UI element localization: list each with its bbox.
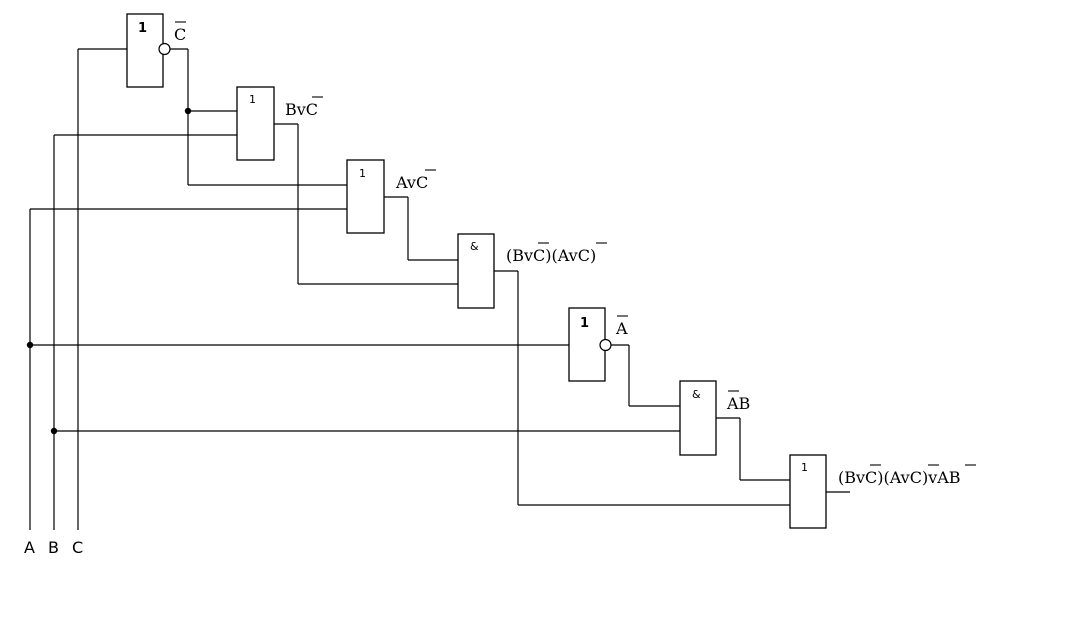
junction-notc: [184, 107, 192, 115]
gate-not-a: 1: [568, 307, 612, 382]
label-not-c: C: [174, 25, 186, 44]
gate-and-1-body: [457, 233, 495, 309]
gate-or-bc: 1: [236, 86, 275, 161]
gate-or-bc-symbol: 1: [249, 93, 256, 106]
wires: [29, 48, 850, 530]
gate-not-a-symbol: 1: [580, 316, 589, 331]
input-label-b: B: [48, 538, 59, 557]
gate-and-1: &: [457, 233, 495, 309]
input-label-c: C: [72, 538, 83, 557]
label-final-output: (BvC)(AvC)vAB: [838, 468, 961, 487]
gate-not-c: 1: [126, 13, 171, 88]
gate-not-c-inverter-bubble: [158, 42, 171, 56]
label-not-a: A: [615, 319, 628, 338]
junction-a: [26, 341, 34, 349]
gate-and-2-body: [679, 380, 717, 456]
label-a-or-not-c: AvC: [395, 173, 428, 192]
gate-or-bc-body: [236, 86, 275, 161]
gate-and-2: &: [679, 380, 717, 456]
gate-or-ac-symbol: 1: [359, 167, 366, 180]
gate-or-final-body: [789, 454, 827, 529]
junctions: [26, 107, 192, 435]
gate-not-c-body: [126, 13, 164, 88]
gate-or-ac: 1: [346, 159, 385, 234]
gate-and-1-symbol: &: [470, 240, 479, 253]
gate-and-2-symbol: &: [692, 388, 701, 401]
junction-b: [50, 427, 58, 435]
gate-or-final-symbol: 1: [801, 461, 808, 474]
input-label-a: A: [24, 538, 35, 557]
gate-not-c-symbol: 1: [138, 21, 147, 36]
label-not-a-and-b: AB: [726, 394, 750, 413]
label-and-1: (BvC)(AvC): [506, 246, 596, 265]
label-b-or-not-c: BvC: [285, 100, 318, 119]
gate-or-ac-body: [346, 159, 385, 234]
gate-not-a-body: [568, 307, 606, 382]
gate-not-a-inverter-bubble: [599, 338, 612, 352]
gate-or-final: 1: [789, 454, 827, 529]
